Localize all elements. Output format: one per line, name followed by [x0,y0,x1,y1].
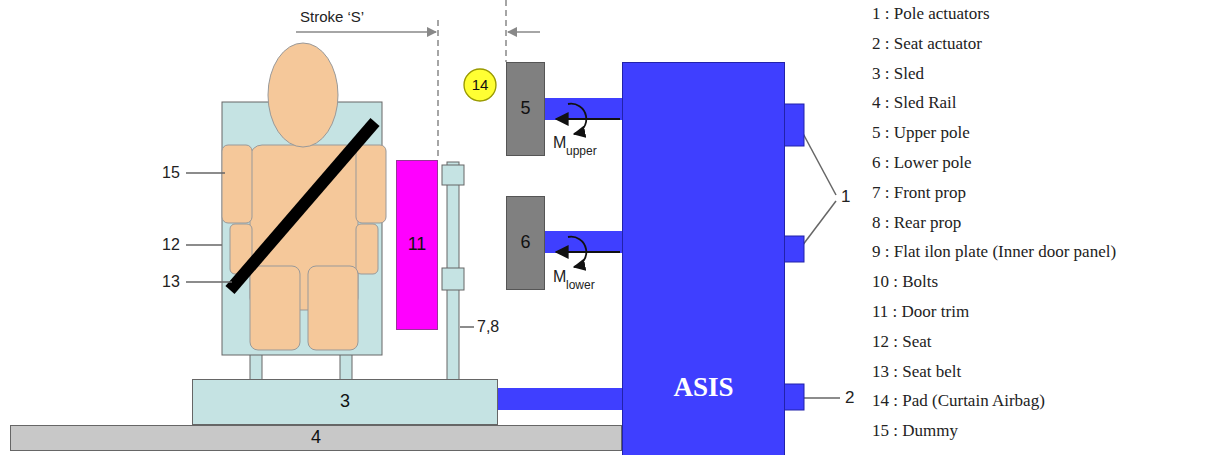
pad-circle: 14 [463,68,497,102]
legend-key-line: 7 : Front prop [872,183,966,203]
moment-subscript: upper [566,145,597,159]
moment-subscript: lower [566,279,595,293]
legend-key-line: 8 : Rear prop [872,213,961,233]
dimension-arrow [508,31,540,33]
callout-number: 12 [162,236,180,254]
node-text: 4 [311,428,321,448]
dummy-arm [222,145,252,223]
legend-key-line: 3 : Sled [872,64,924,84]
leader-line [186,281,232,283]
dimension-label: Stroke ‘S’ [300,8,364,25]
force-arrow [556,118,620,120]
actuator-stub [784,236,804,262]
dimension-arrow [296,31,436,33]
leader-line [186,172,225,174]
node-text: 14 [472,77,489,94]
node-text: ASIS [673,373,733,403]
node-text: 3 [340,392,350,412]
node-text: 5 [520,99,530,119]
legend-key-line: 4 : Sled Rail [872,93,957,113]
actuator-bar [498,388,622,410]
callout-number: 2 [845,388,854,408]
prop-block [442,268,464,290]
moment-arrow [568,104,586,134]
node-text: 11 [408,235,427,255]
sled: 3 [192,379,498,425]
force-arrow [556,251,620,253]
node-text: 6 [520,233,530,253]
legend-key-line: 10 : Bolts [872,272,938,292]
upper-pole: 5 [506,62,545,156]
moment-symbol: M [553,268,566,286]
callout-number: 15 [162,164,180,182]
legend-key-line: 13 : Seat belt [872,362,961,382]
prop-block [442,165,464,185]
leader-line [799,201,836,250]
moment-arrow [568,237,586,267]
legend-key-line: 1 : Pole actuators [872,4,990,24]
dummy-arm [356,145,386,223]
callout-number: 7,8 [477,318,499,336]
legend-key-line: 11 : Door trim [872,302,969,322]
dummy-forearm [356,224,378,274]
sled-rail: 4 [10,425,622,451]
seat-belt [230,122,375,290]
dummy-head [268,43,338,147]
dummy-leg [308,266,358,350]
door-trim: 11 [396,160,438,330]
actuator-stub [784,104,804,146]
lower-pole: 6 [506,196,545,290]
legend-key-line: 6 : Lower pole [872,153,972,173]
legend-key-line: 5 : Upper pole [872,123,970,143]
leader-line [186,244,222,246]
legend-key-line: 14 : Pad (Curtain Airbag) [872,391,1045,411]
legend-key-line: 2 : Seat actuator [872,34,982,54]
dummy-leg [250,266,300,350]
legend-key-line: 15 : Dummy [872,421,958,441]
callout-number: 1 [841,187,850,207]
leader-line [799,126,836,195]
legend-key-line: 9 : Flat ilon plate (Inner door panel) [872,242,1116,262]
actuator-stub [784,384,804,410]
legend-key-line: 12 : Seat [872,332,932,352]
asis-box: ASIS [622,62,785,455]
moment-symbol: M [553,134,566,152]
circle-shape [464,69,496,101]
dashed-line [505,0,507,62]
leader-line [460,326,474,328]
leader-line [800,397,840,399]
callout-number: 13 [162,273,180,291]
dashed-line [437,20,439,160]
